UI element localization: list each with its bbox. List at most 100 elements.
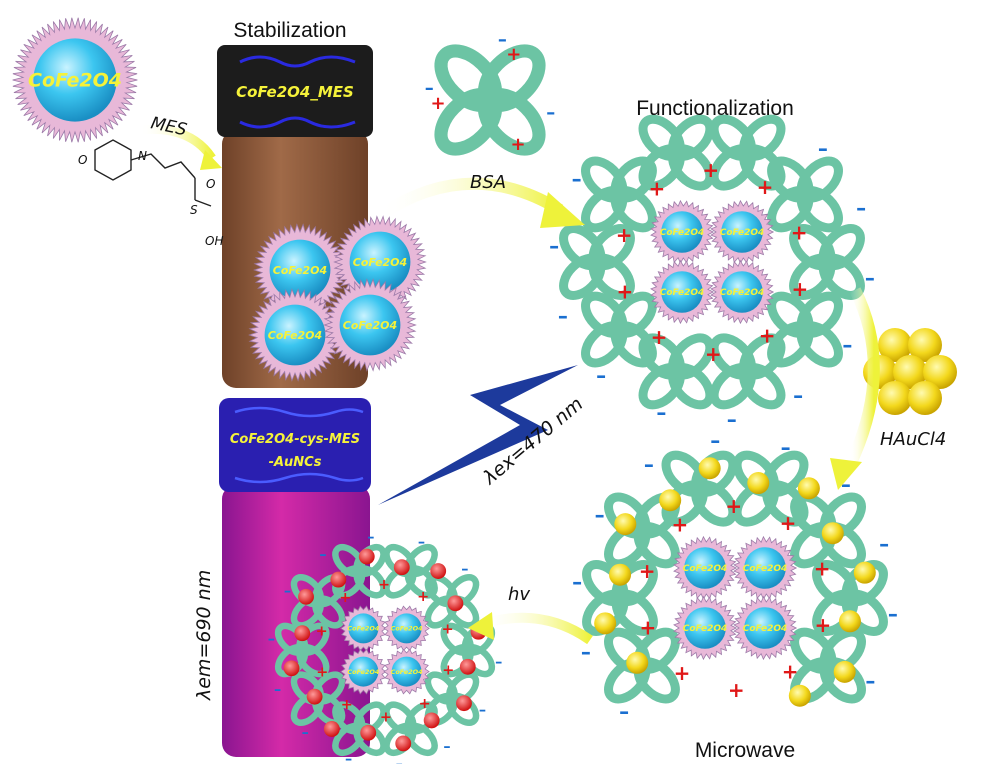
particle-label: CoFe2O4 xyxy=(347,668,379,676)
particle-core xyxy=(744,607,786,649)
protein-loop xyxy=(790,627,837,674)
arrow-bsa xyxy=(376,177,564,220)
negative-charge: – xyxy=(879,532,889,556)
positive-charge: + xyxy=(442,663,454,679)
particle-label: CoFe2O4 xyxy=(347,625,379,633)
particle-core xyxy=(264,304,326,366)
positive-charge: + xyxy=(616,223,633,247)
protein-loop xyxy=(767,291,814,338)
gold-sphere xyxy=(893,355,927,389)
positive-charge: + xyxy=(674,661,691,685)
negative-charge: – xyxy=(558,304,568,328)
positive-charge: + xyxy=(651,325,668,349)
positive-charge: + xyxy=(417,589,429,605)
particle-label: CoFe2O4 xyxy=(391,625,423,633)
particle-core xyxy=(33,38,117,122)
au-nanocluster xyxy=(838,610,861,633)
au-nanocluster xyxy=(609,563,632,586)
particle-label: CoFe2O4 xyxy=(683,624,728,634)
stabilization-title: Stabilization xyxy=(233,19,346,42)
particle-core xyxy=(744,547,786,589)
negative-charge: – xyxy=(818,136,828,160)
cofe2o4-nanoparticle: CoFe2O4 xyxy=(710,259,775,325)
lambda-em-label: λem=690 nm xyxy=(193,570,215,701)
positive-charge: + xyxy=(815,613,832,637)
au-nanocluster xyxy=(447,595,464,612)
cofe2o4-nanoparticle: CoFe2O4 xyxy=(733,535,798,601)
particle-core xyxy=(391,656,422,687)
positive-charge: + xyxy=(339,590,351,606)
mes-atom-oh: OH xyxy=(205,234,223,248)
bsa-protein-icon xyxy=(767,156,843,233)
cofe2o4-nanoparticle: CoFe2O4 xyxy=(710,199,775,265)
negative-charge: – xyxy=(710,429,720,453)
particle-label: CoFe2O4 xyxy=(343,319,397,332)
arrowhead xyxy=(468,612,494,640)
protein-loop xyxy=(581,291,628,338)
positive-charge: + xyxy=(378,577,390,593)
microwave-title: Microwave xyxy=(695,739,795,762)
cofe2o4-nanoparticle: CoFe2O4 xyxy=(340,648,387,695)
mes-label: MES xyxy=(149,113,189,140)
negative-charge: – xyxy=(461,561,468,577)
au-nanocluster xyxy=(747,472,770,495)
negative-charge: – xyxy=(865,669,875,693)
au-nanocluster xyxy=(833,660,856,683)
protein-loop xyxy=(812,560,859,607)
au-nanocluster xyxy=(459,658,476,675)
vial-cap-blue xyxy=(219,398,371,492)
negative-charge: – xyxy=(619,700,629,724)
protein-loop xyxy=(332,543,366,578)
particle-core xyxy=(721,211,763,253)
negative-charge: – xyxy=(443,739,450,755)
cap-ornament xyxy=(234,406,364,484)
positive-charge: + xyxy=(792,277,809,301)
positive-charge: + xyxy=(442,622,454,638)
negative-charge: – xyxy=(367,530,374,546)
negative-charge: – xyxy=(581,640,591,664)
protein-loop xyxy=(789,224,836,271)
gold-sphere xyxy=(908,328,942,362)
positive-charge: + xyxy=(648,176,665,200)
cofe2o4-nanoparticle: CoFe2O4 xyxy=(383,648,430,695)
au-nanocluster xyxy=(358,548,375,565)
positive-charge: + xyxy=(782,660,799,684)
protein-loop xyxy=(581,156,628,203)
positive-charge: + xyxy=(380,709,392,725)
gold-sphere xyxy=(878,328,912,362)
au-nanocluster xyxy=(797,477,820,500)
positive-charge: + xyxy=(640,616,657,640)
particle-core xyxy=(684,607,726,649)
protein-loop xyxy=(709,333,756,380)
protein-loop xyxy=(434,44,503,113)
negative-charge: – xyxy=(284,583,291,599)
particle-core xyxy=(348,656,379,687)
negative-charge: – xyxy=(396,756,403,764)
particle-core xyxy=(349,231,411,293)
cap-ornament xyxy=(239,55,356,129)
particle-label: CoFe2O4 xyxy=(660,228,705,238)
mes-atom-s: S xyxy=(190,203,198,217)
negative-charge: – xyxy=(345,751,352,764)
negative-charge: – xyxy=(319,547,326,563)
negative-charge: – xyxy=(572,570,582,594)
negative-charge: – xyxy=(549,234,559,258)
positive-charge: + xyxy=(702,158,719,182)
au-nanocluster xyxy=(659,489,682,512)
negative-charge: – xyxy=(418,535,425,551)
cofe2o4-nanoparticle: CoFe2O4 xyxy=(323,278,417,372)
au-nanocluster xyxy=(788,684,811,707)
gold-sphere xyxy=(923,355,957,389)
protein-loop xyxy=(383,543,417,578)
negative-charge: – xyxy=(546,103,555,124)
bsa-protein-icon xyxy=(709,333,786,410)
particle-core xyxy=(684,547,726,589)
gold-sphere xyxy=(878,381,912,415)
au-nanocluster xyxy=(395,735,412,752)
positive-charge: + xyxy=(316,664,328,680)
au-nanocluster xyxy=(626,651,649,674)
vial2-cap-line1: CoFe2O4-cys-MES xyxy=(230,432,360,447)
hv-label: hv xyxy=(508,584,530,605)
protein-loop xyxy=(732,450,779,497)
